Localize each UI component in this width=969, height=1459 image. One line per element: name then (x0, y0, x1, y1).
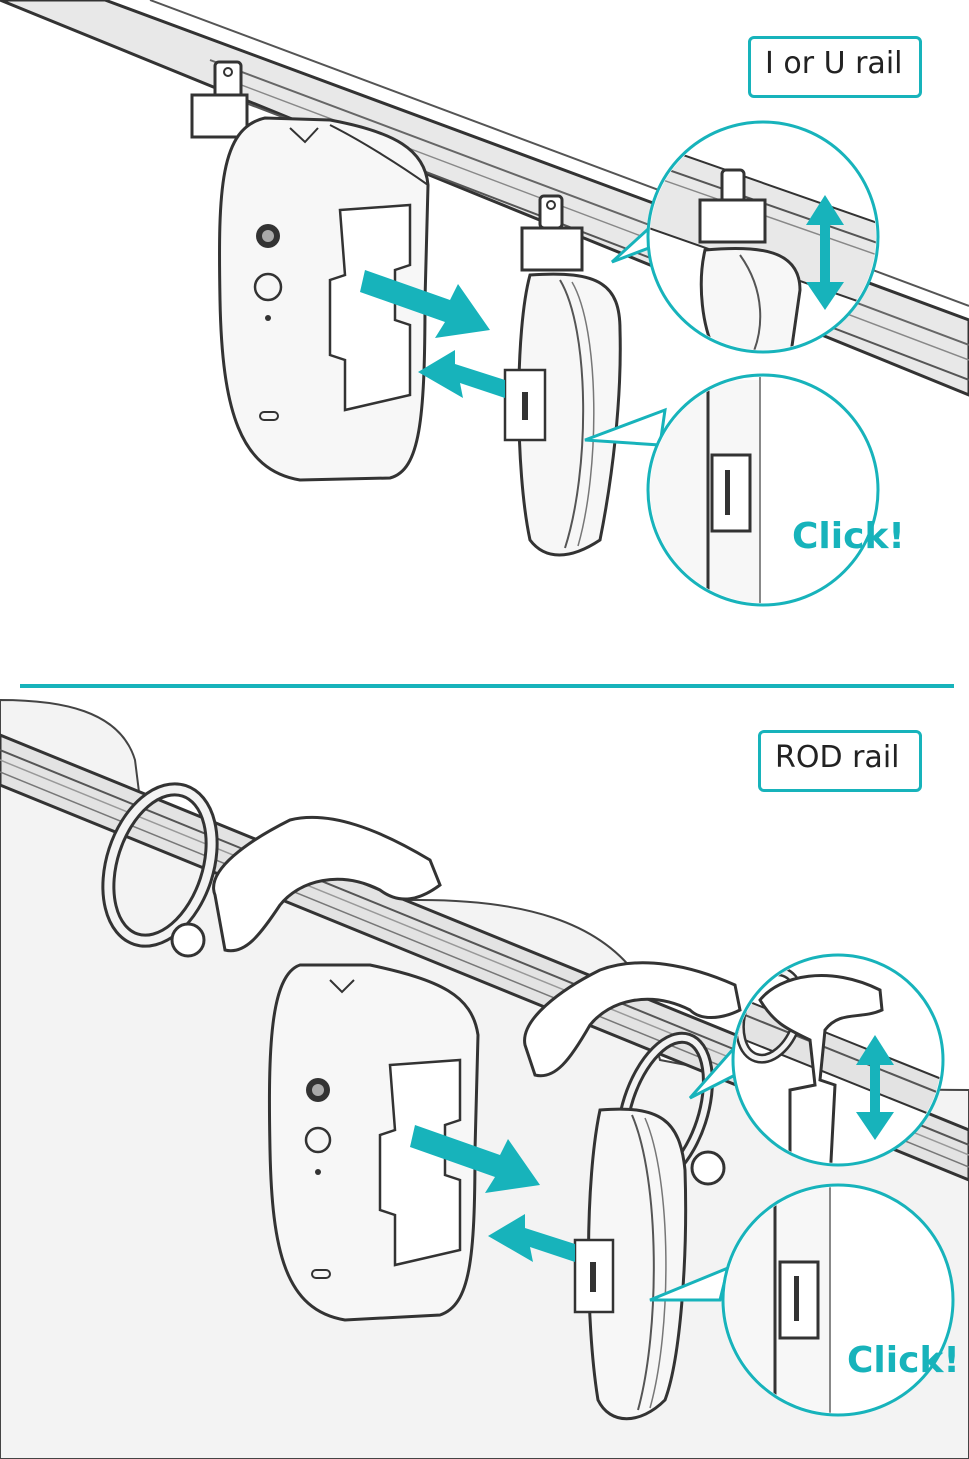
rod-rail-label: ROD rail (758, 730, 922, 792)
slide-out-arrow (418, 350, 505, 398)
mount-plate-bottom (573, 1107, 688, 1421)
slide-in-arrow-bottom (410, 1125, 540, 1193)
click-text-bottom: Click! (847, 1340, 960, 1381)
vertical-adjust-arrow-bottom (856, 1035, 894, 1140)
top-panel (0, 0, 969, 607)
hanger-hook-right (523, 961, 742, 1078)
slide-in-arrow (360, 270, 490, 338)
zoom-callout-click-top (584, 373, 880, 607)
rail-runner-left (190, 60, 249, 139)
vertical-adjust-arrow-top (806, 195, 844, 310)
slide-out-arrow-bottom (488, 1214, 575, 1262)
hanger-hook-left (212, 815, 442, 953)
iu-rail-label: I or U rail (748, 36, 922, 98)
zoom-callout-click-bottom (649, 1183, 955, 1417)
click-text-top: Click! (792, 516, 905, 557)
camera-body-top (218, 116, 430, 482)
camera-body-bottom (267, 963, 480, 1322)
rail-runner-right (520, 194, 584, 272)
bottom-panel (0, 698, 969, 1459)
curtain-ring-left (101, 782, 219, 958)
mount-plate-top (503, 272, 622, 557)
